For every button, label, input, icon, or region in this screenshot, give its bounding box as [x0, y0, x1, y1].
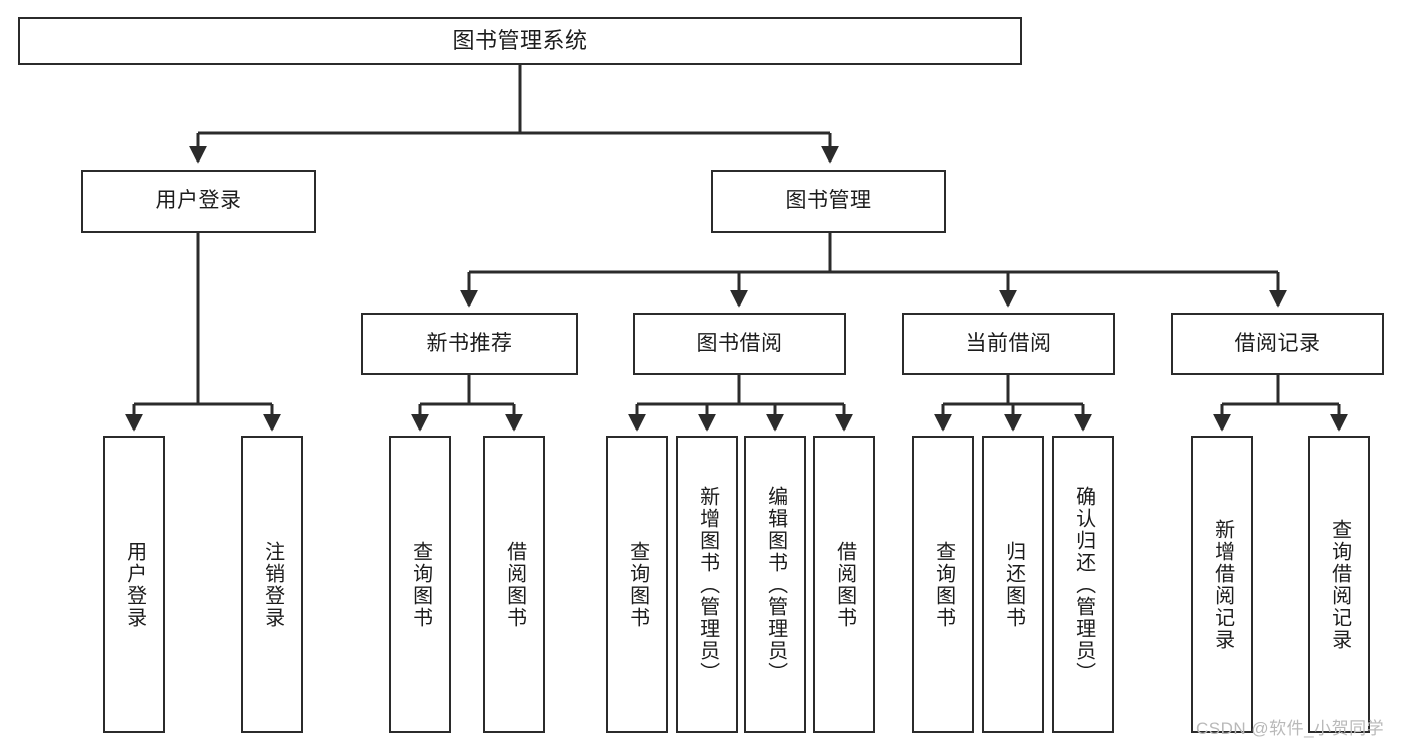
csdn-watermark: CSDN @软件_小贺同学	[1196, 719, 1385, 738]
leaf-query-book-recommend[interactable]: 查询图书	[389, 436, 451, 733]
leaf-borrow-book[interactable]: 借阅图书	[813, 436, 875, 733]
node-label: 新书推荐	[426, 331, 513, 355]
leaf-edit-book-admin[interactable]: 编辑图书（管理员）	[744, 436, 806, 733]
node-label: 查询图书	[932, 540, 955, 629]
node-label: 用户登录	[123, 540, 146, 629]
node-label: 新增图书（管理员）	[696, 485, 719, 684]
node-book-management[interactable]: 图书管理	[711, 170, 946, 233]
node-label: 借阅图书	[503, 540, 526, 629]
leaf-confirm-return-admin[interactable]: 确认归还（管理员）	[1052, 436, 1114, 733]
node-label: 查询图书	[409, 540, 432, 629]
node-borrow-records[interactable]: 借阅记录	[1171, 313, 1384, 375]
node-new-book-recommend[interactable]: 新书推荐	[361, 313, 578, 375]
node-current-borrow[interactable]: 当前借阅	[902, 313, 1115, 375]
leaf-query-book-borrow[interactable]: 查询图书	[606, 436, 668, 733]
leaf-add-borrow-record[interactable]: 新增借阅记录	[1191, 436, 1253, 733]
node-label: 图书借阅	[696, 331, 783, 355]
leaf-query-borrow-record[interactable]: 查询借阅记录	[1308, 436, 1370, 733]
leaf-logout[interactable]: 注销登录	[241, 436, 303, 733]
node-label: 归还图书	[1002, 540, 1025, 629]
leaf-query-book-current[interactable]: 查询图书	[912, 436, 974, 733]
node-user-login[interactable]: 用户登录	[81, 170, 316, 233]
node-label: 借阅记录	[1234, 331, 1321, 355]
leaf-borrow-book-recommend[interactable]: 借阅图书	[483, 436, 545, 733]
node-label: 查询借阅记录	[1328, 518, 1351, 651]
leaf-add-book-admin[interactable]: 新增图书（管理员）	[676, 436, 738, 733]
node-label: 用户登录	[155, 189, 242, 213]
node-label: 图书管理	[785, 189, 872, 213]
node-label: 注销登录	[261, 540, 284, 629]
node-label: 新增借阅记录	[1211, 518, 1234, 651]
leaf-return-book[interactable]: 归还图书	[982, 436, 1044, 733]
node-label: 查询图书	[626, 540, 649, 629]
node-label: 借阅图书	[833, 540, 856, 629]
node-label: 编辑图书（管理员）	[764, 485, 787, 684]
node-label: 确认归还（管理员）	[1072, 485, 1095, 684]
node-root-system[interactable]: 图书管理系统	[18, 17, 1022, 65]
node-label: 当前借阅	[965, 331, 1052, 355]
leaf-user-login[interactable]: 用户登录	[103, 436, 165, 733]
node-book-borrow[interactable]: 图书借阅	[633, 313, 846, 375]
node-label: 图书管理系统	[452, 28, 588, 54]
